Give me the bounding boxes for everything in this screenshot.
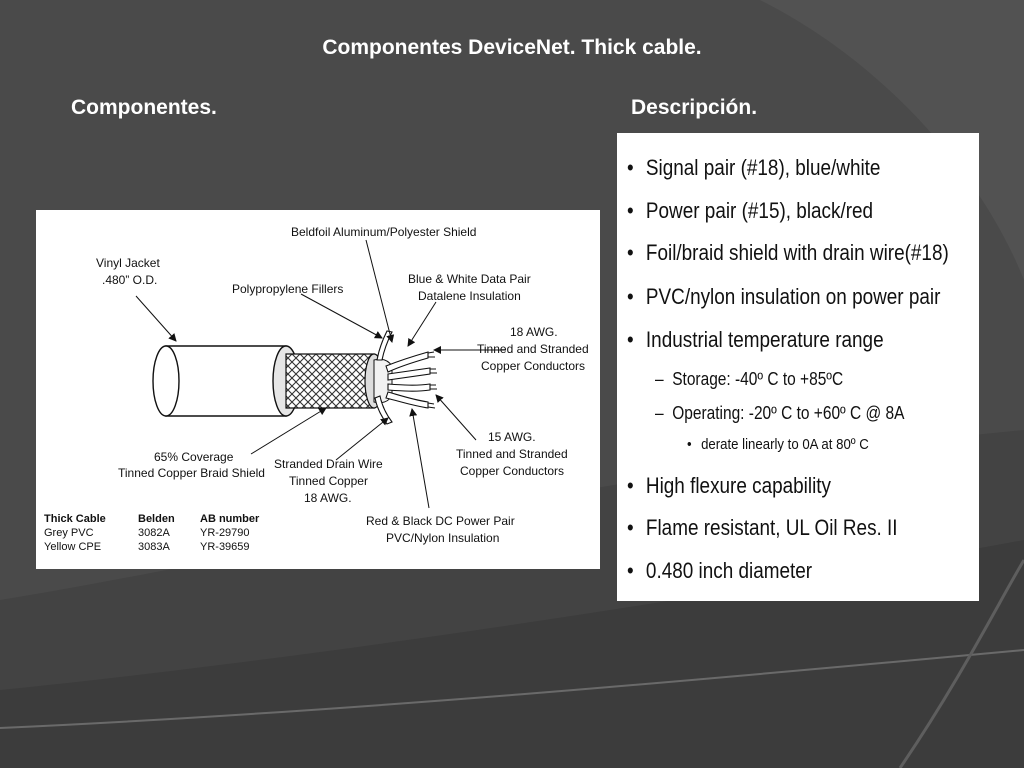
jacket-body [165,345,287,417]
label-drain-wire: Stranded Drain Wire [274,457,383,471]
label-18awg-tinned: Tinned and Stranded [477,342,589,356]
table-cell: 3082A [138,527,170,539]
label-braid-shield: Tinned Copper Braid Shield [118,466,265,480]
label-power-pair: Red & Black DC Power Pair [366,514,515,528]
label-coverage: 65% Coverage [154,450,234,464]
slide-title: Componentes DeviceNet. Thick cable. [322,36,702,59]
table-cell: Grey PVC [44,527,94,539]
cable-illustration [135,239,506,509]
cable-diagram: Vinyl Jacket .480” O.D. Beldfoil Aluminu… [36,210,600,569]
list-item: •PVC/nylon insulation on power pair [627,284,941,309]
list-item: •Signal pair (#18), blue/white [627,155,881,180]
list-item: •Industrial temperature range [627,327,884,352]
label-fillers: Polypropylene Fillers [232,282,344,296]
braid-shield [285,353,375,409]
list-item: •High flexure capability [627,473,832,498]
label-drain-copper: Tinned Copper [289,474,368,488]
list-item: •Power pair (#15), black/red [627,198,874,223]
label-vinyl-jacket: Vinyl Jacket [96,256,160,270]
description-panel: •Signal pair (#18), blue/white •Power pa… [617,133,979,601]
list-item: •Foil/braid shield with drain wire(#18) [627,240,949,265]
conductors [374,330,431,425]
list-sub-item: –Operating: -20º C to +60º C @ 8A [655,403,905,423]
table-header-cell: Thick Cable [44,513,106,525]
label-15awg-copper: Copper Conductors [460,464,565,478]
label-drain-awg: 18 AWG. [304,491,352,505]
components-heading: Componentes. [71,96,217,119]
label-18awg: 18 AWG. [510,325,558,339]
table-cell: Yellow CPE [44,541,102,553]
table-cell: 3083A [138,541,170,553]
table-cell: YR-39659 [200,541,250,553]
label-beldfoil-shield: Beldfoil Aluminum/Polyester Shield [291,225,477,239]
label-15awg: 15 AWG. [488,430,536,444]
list-item: •0.480 inch diameter [627,558,813,583]
label-data-insulation: Datalene Insulation [418,289,521,303]
label-18awg-copper: Copper Conductors [481,359,586,373]
list-item: •Flame resistant, UL Oil Res. II [627,515,898,540]
description-heading: Descripción. [631,96,758,119]
label-outer-diameter: .480” O.D. [102,273,158,287]
label-power-insulation: PVC/Nylon Insulation [386,531,500,545]
table-header-cell: AB number [200,513,260,525]
list-sub-item: –Storage: -40º C to +85ºC [655,369,844,389]
leader-lines [135,239,506,509]
label-data-pair: Blue & White Data Pair [408,272,531,286]
label-15awg-tinned: Tinned and Stranded [456,447,568,461]
table-cell: YR-29790 [200,527,250,539]
list-sub-sub-item: •derate linearly to 0A at 80º C [687,436,869,453]
jacket-end [152,345,180,417]
table-header-cell: Belden [138,513,175,525]
